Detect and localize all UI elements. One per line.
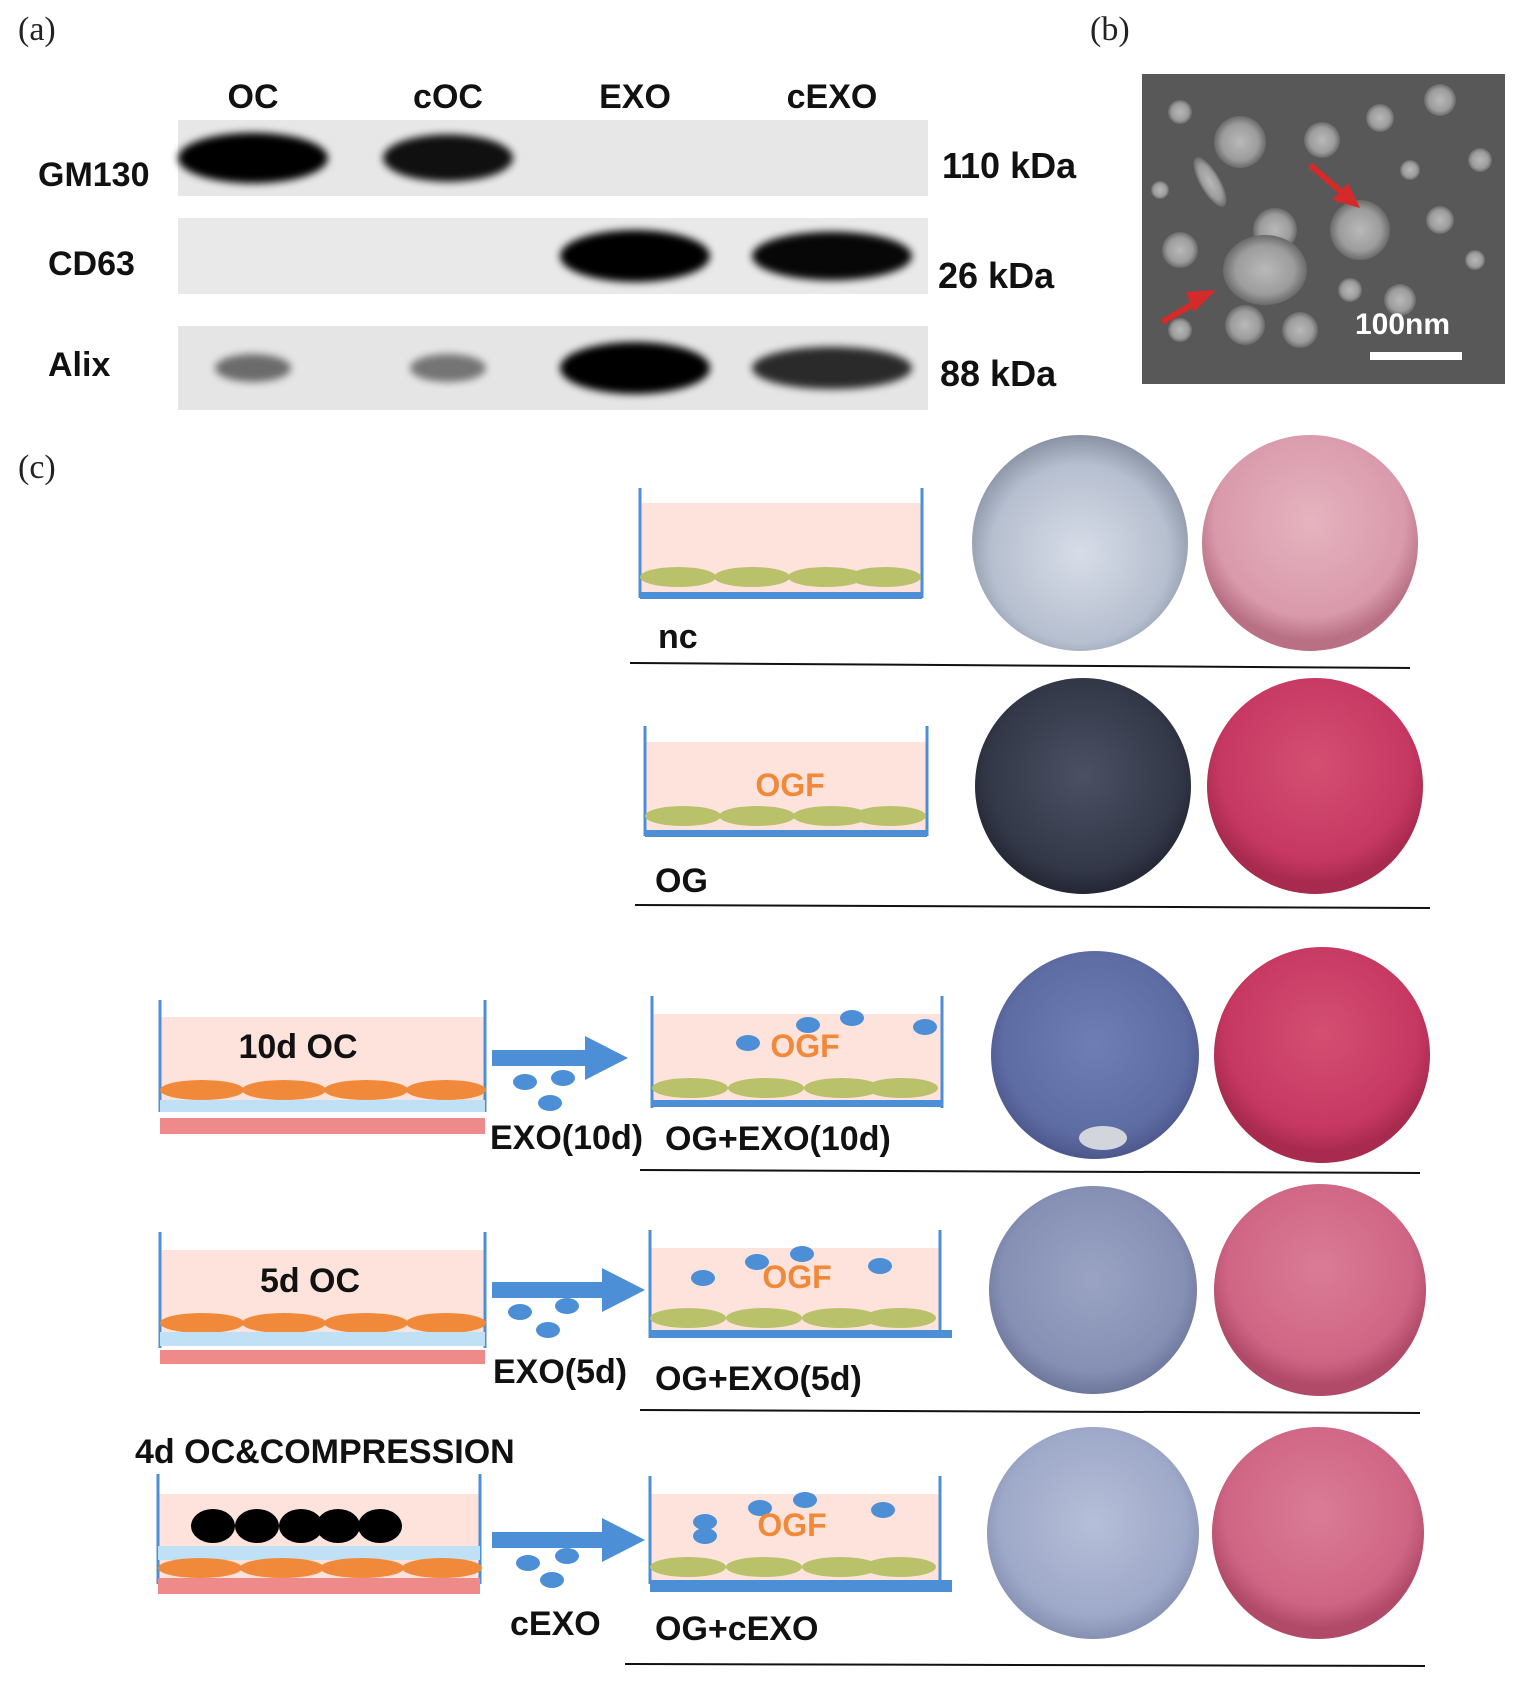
ogf-label: OGF xyxy=(762,1259,831,1295)
scale-bar xyxy=(1370,352,1462,360)
group-label-og-exo-10d: OG+EXO(10d) xyxy=(665,1120,891,1158)
group-label-nc: nc xyxy=(658,618,698,656)
blot-band-gm130-coc xyxy=(383,134,513,182)
donor-dish-10d: 10d OC xyxy=(158,1000,487,1134)
ars-well-nc xyxy=(1202,435,1418,651)
osteoblast-layer xyxy=(650,1557,936,1577)
lane-label-coc: cOC xyxy=(413,78,483,116)
exosomes xyxy=(691,1246,892,1286)
transfer-arrow-5d xyxy=(492,1268,645,1338)
donor-dish-compression xyxy=(156,1474,482,1594)
alp-well-og xyxy=(975,678,1191,894)
protein-gm130: GM130 xyxy=(38,156,150,194)
group-og-exo-10d: 10d OC EXO(10d) OGF OG+EXO(10d) xyxy=(158,947,1430,1174)
alp-well-nc xyxy=(972,435,1188,651)
arrow-label-exo-5d: EXO(5d) xyxy=(493,1353,627,1391)
group-label-og: OG xyxy=(655,862,708,900)
tem-image: 100nm xyxy=(1142,74,1505,384)
ogf-label: OGF xyxy=(755,767,824,803)
group-nc: nc xyxy=(629,435,1418,669)
osteoblast-layer xyxy=(640,567,921,587)
blot-band-gm130-oc xyxy=(178,132,328,184)
osteoclast-layer xyxy=(158,1558,482,1578)
group-label-og-exo-5d: OG+EXO(5d) xyxy=(655,1360,862,1398)
western-blot: OC cOC EXO cEXO GM130 CD63 Alix 110 kDa … xyxy=(38,78,1077,410)
donor-label-10d: 10d OC xyxy=(238,1028,357,1066)
donor-label-5d: 5d OC xyxy=(260,1262,360,1300)
osteoblast-layer xyxy=(650,1308,936,1328)
compression-weights xyxy=(191,1509,402,1543)
alp-well-cexo xyxy=(987,1427,1199,1639)
blot-bands xyxy=(178,132,912,394)
group-og-exo-5d: 5d OC EXO(5d) OGF OG+EXO(5d) xyxy=(158,1184,1426,1414)
group-og: OGF OG xyxy=(634,678,1431,909)
tem-arrow-top xyxy=(1308,162,1360,208)
tem-vesicles xyxy=(1151,84,1492,348)
ars-well-og xyxy=(1207,678,1423,894)
blot-band-alix-oc xyxy=(215,354,291,382)
osteoblast-layer xyxy=(652,1078,938,1098)
arrow-label-cexo: cEXO xyxy=(510,1605,601,1643)
ogf-label: OGF xyxy=(757,1507,826,1543)
donor-dish-5d: 5d OC xyxy=(158,1232,487,1364)
panel-label-b: (b) xyxy=(1090,11,1130,48)
ars-well-exo-10d xyxy=(1214,947,1430,1163)
lane-label-exo: EXO xyxy=(599,78,671,116)
group-label-og-cexo: OG+cEXO xyxy=(655,1610,818,1648)
mw-alix: 88 kDa xyxy=(940,353,1057,394)
ars-well-exo-5d xyxy=(1214,1184,1426,1396)
osteoclast-layer xyxy=(160,1313,486,1333)
mw-cd63: 26 kDa xyxy=(938,255,1055,296)
tem-arrow-bottom xyxy=(1160,290,1216,325)
ogf-label: OGF xyxy=(770,1028,839,1064)
blot-band-alix-cexo xyxy=(752,346,912,390)
blot-band-cd63-exo xyxy=(560,230,710,282)
mw-gm130: 110 kDa xyxy=(942,145,1077,186)
panel-label-c: (c) xyxy=(18,449,56,486)
lane-label-oc: OC xyxy=(228,78,279,116)
scale-bar-label: 100nm xyxy=(1355,308,1450,341)
exosomes xyxy=(693,1492,895,1544)
transfer-arrow-cexo xyxy=(492,1518,645,1588)
lane-label-cexo: cEXO xyxy=(787,78,878,116)
blot-band-cd63-cexo xyxy=(752,231,912,281)
arrow-label-exo-10d: EXO(10d) xyxy=(490,1119,643,1157)
donor-label-compression: 4d OC&COMPRESSION xyxy=(135,1433,515,1471)
osteoblast-layer xyxy=(645,806,926,826)
transfer-arrow-10d xyxy=(492,1036,628,1111)
protein-alix: Alix xyxy=(48,346,110,384)
alp-well-exo-5d xyxy=(989,1186,1197,1394)
exosomes xyxy=(736,1010,937,1051)
panel-label-a: (a) xyxy=(18,11,56,48)
alp-well-exo-10d xyxy=(991,951,1199,1159)
osteoclast-layer xyxy=(160,1080,486,1100)
group-og-cexo: 4d OC&COMPRESSION xyxy=(135,1427,1426,1667)
protein-cd63: CD63 xyxy=(48,245,135,283)
experiment-scheme: nc OGF OG xyxy=(135,435,1431,1667)
blot-band-alix-exo xyxy=(560,342,710,394)
ars-well-cexo xyxy=(1212,1427,1424,1639)
blot-band-alix-coc xyxy=(410,354,486,382)
